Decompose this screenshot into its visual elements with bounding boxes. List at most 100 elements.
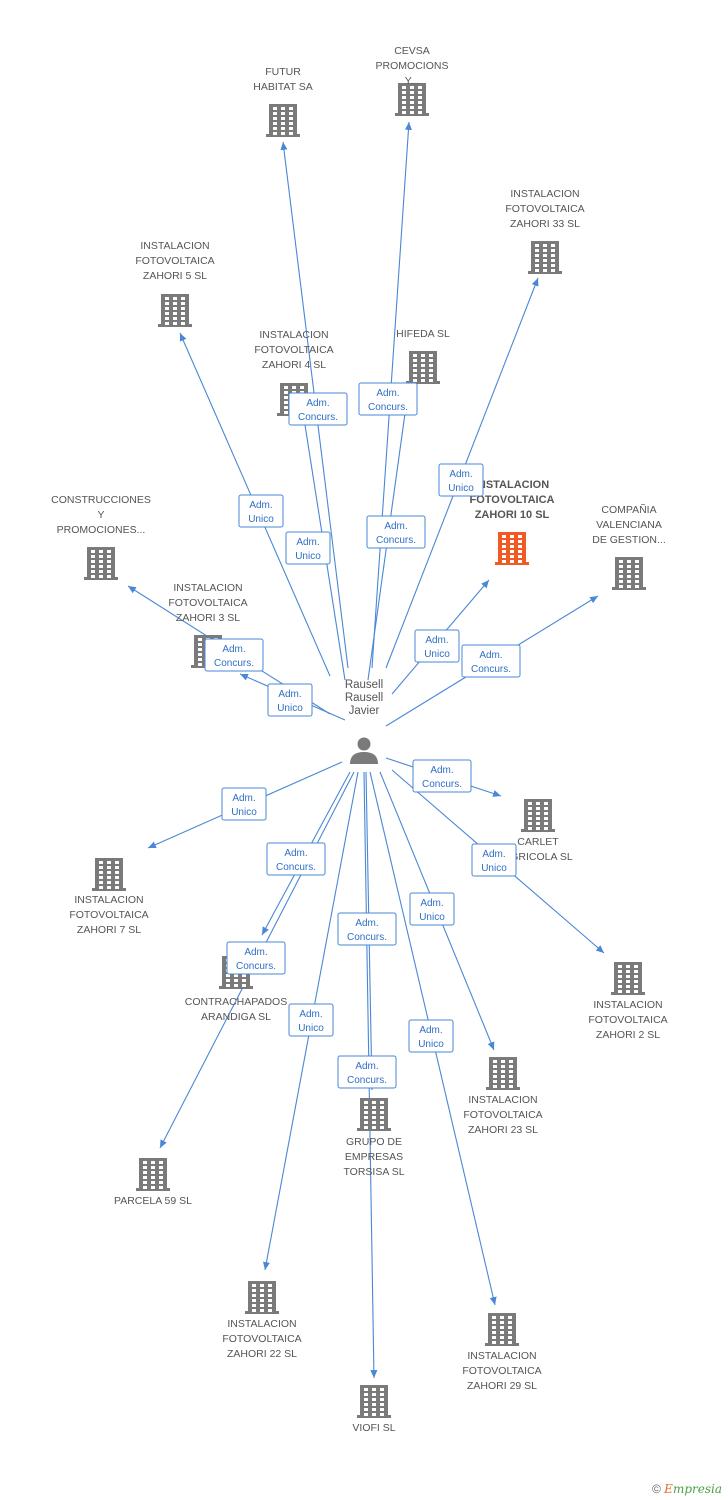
building-icon-parcela[interactable] [136, 1158, 170, 1191]
node-label-z7: INSTALACION [74, 894, 143, 906]
node-label-z7: FOTOVOLTAICA [69, 909, 148, 921]
node-label-futur: HABITAT SA [253, 81, 313, 93]
edge-label-viofi[interactable]: Adm.Concurs. [337, 1055, 397, 1089]
building-icon-carlet[interactable] [521, 799, 555, 832]
edge-label-z5[interactable]: Adm. Unico [238, 494, 284, 528]
building-icon-viofi[interactable] [357, 1385, 391, 1418]
node-label-z33: INSTALACION [510, 188, 579, 200]
node-label-z3: FOTOVOLTAICA [168, 597, 247, 609]
edge-label-text: Unico [295, 551, 321, 562]
node-label-z2: ZAHORI 2 SL [596, 1029, 660, 1041]
node-label-z29: INSTALACION [467, 1350, 536, 1362]
node-label-z7: ZAHORI 7 SL [77, 924, 141, 936]
edge-label-text: Adm. [244, 947, 267, 958]
edge-label-compania[interactable]: Adm.Concurs. [461, 644, 521, 678]
node-label-z5: INSTALACION [140, 240, 209, 252]
building-icon-z29[interactable] [485, 1313, 519, 1346]
edge-label-text: Unico [481, 863, 507, 874]
node-label-z4: INSTALACION [259, 329, 328, 341]
node-label-viofi: VIOFI SL [352, 1422, 395, 1434]
node-label-hifeda: HIFEDA SL [396, 328, 450, 340]
edge-label-text: Adm. [296, 537, 319, 548]
edge-label-carlet[interactable]: Adm.Concurs. [412, 759, 472, 793]
edge-label-hifeda[interactable]: Adm.Concurs. [358, 382, 418, 416]
edge-label-text: Concurs. [276, 862, 316, 873]
building-icon-futur[interactable] [266, 104, 300, 137]
building-icon-z22[interactable] [245, 1281, 279, 1314]
node-label-contrachapados: CONTRACHAPADOS [185, 996, 287, 1008]
edge-label-text: Concurs. [298, 412, 338, 423]
node-label-grupo: EMPRESAS [345, 1151, 403, 1163]
building-icon-z7[interactable] [92, 858, 126, 891]
edge-label-z10[interactable]: Adm.Unico [414, 629, 460, 663]
edge-label-text: Adm. [232, 793, 255, 804]
node-label-z33: ZAHORI 33 SL [510, 218, 580, 230]
node-label-compania: VALENCIANA [596, 519, 662, 531]
node-label-z33: FOTOVOLTAICA [505, 203, 584, 215]
edge-label-parcela[interactable]: Adm. Concurs. [226, 941, 286, 975]
edge-label-text: Unico [248, 514, 274, 525]
building-icon-z23[interactable] [486, 1057, 520, 1090]
node-label-parcela: PARCELA 59 SL [114, 1195, 192, 1207]
edge-label-z23[interactable]: Adm.Unico [409, 892, 455, 926]
building-icon-compania[interactable] [612, 557, 646, 590]
edge-label-text: Adm. [355, 918, 378, 929]
node-label-z3: ZAHORI 3 SL [176, 612, 240, 624]
node-label-grupo: GRUPO DE [346, 1136, 402, 1148]
footer-brand[interactable]: © Empresia [652, 1482, 722, 1496]
edge-label-text: Adm. [479, 650, 502, 661]
building-icon-construcciones[interactable] [84, 547, 118, 580]
node-label-z4: ZAHORI 4 SL [262, 359, 326, 371]
node-label-compania: COMPAÑIA [601, 503, 656, 516]
edge-label-text: Adm. [355, 1061, 378, 1072]
node-label-cevsa: Y... [405, 75, 419, 87]
edge-label-z22[interactable]: Adm. Unico [288, 1003, 334, 1037]
edge-label-text: Unico [298, 1023, 324, 1034]
node-label-z29: ZAHORI 29 SL [467, 1380, 537, 1392]
person-icon[interactable] [350, 737, 378, 765]
edge-label-z4[interactable]: Adm. Concurs. [288, 392, 348, 426]
edge-label-z3[interactable]: Adm.Unico [267, 683, 313, 717]
edge-label-text: Unico [231, 807, 257, 818]
building-icon-z5[interactable] [158, 294, 192, 327]
building-icon-z10[interactable] [495, 532, 529, 565]
node-label-z23: ZAHORI 23 SL [468, 1124, 538, 1136]
building-icon-z2[interactable] [611, 962, 645, 995]
edge-label-text: Unico [418, 1039, 444, 1050]
edge-label-text: Adm. [449, 469, 472, 480]
edge-label-text: Unico [424, 649, 450, 660]
edge-label-z29[interactable]: Adm. Unico [408, 1019, 454, 1053]
edge-label-z33[interactable]: Adm.Unico [438, 463, 484, 497]
edge-label-construcciones[interactable]: Adm.Concurs. [204, 638, 264, 672]
node-label-z22: INSTALACION [227, 1318, 296, 1330]
edge-label-text: Adm. [278, 689, 301, 700]
edge-label-text: Concurs. [236, 961, 276, 972]
node-label-carlet: CARLET [517, 836, 559, 848]
building-icon-hifeda[interactable] [406, 351, 440, 384]
edge-label-z7[interactable]: Adm. Unico [221, 787, 267, 821]
edge-label-text: Adm. [419, 1025, 442, 1036]
edge-label-text: Adm. [299, 1009, 322, 1020]
edge-label-text: Adm. [249, 500, 272, 511]
node-label-z22: ZAHORI 22 SL [227, 1348, 297, 1360]
edge-label-text: Concurs. [214, 658, 254, 669]
building-icon-z33[interactable] [528, 241, 562, 274]
node-label-futur: FUTUR [265, 66, 301, 78]
node-label-compania: DE GESTION... [592, 534, 666, 546]
edge-label-z2[interactable]: Adm.Unico [471, 843, 517, 877]
edge-label-text: Adm. [306, 398, 329, 409]
edge-label-cevsa[interactable]: Adm.Concurs. [366, 515, 426, 549]
center-person-label: Rausell [345, 679, 383, 691]
node-label-z23: INSTALACION [468, 1094, 537, 1106]
node-label-construcciones: Y [97, 509, 104, 521]
node-label-cevsa: PROMOCIONS [376, 60, 449, 72]
edge-label-contrachapados[interactable]: Adm.Concurs. [266, 842, 326, 876]
building-icon-grupo[interactable] [357, 1098, 391, 1131]
center-person-label: Javier [349, 705, 380, 717]
building-icon-cevsa[interactable] [395, 83, 429, 116]
edge-label-futur[interactable]: Adm. Unico [285, 531, 331, 565]
node-label-z10: INSTALACION [475, 479, 549, 491]
edge-label-grupo[interactable]: Adm.Concurs. [337, 912, 397, 946]
node-label-z3: INSTALACION [173, 582, 242, 594]
